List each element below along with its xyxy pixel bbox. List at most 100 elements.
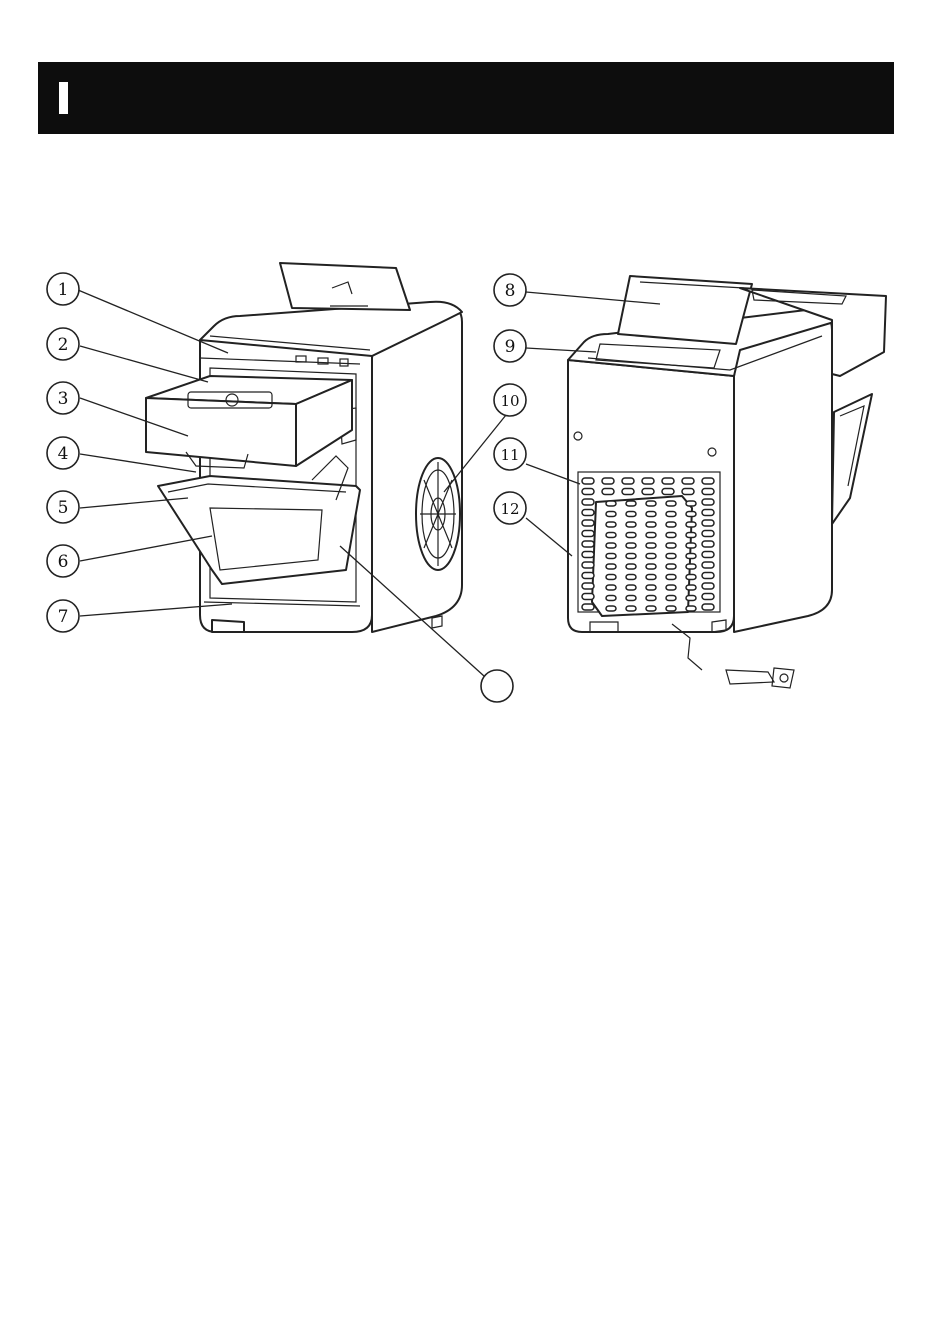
vent-slot xyxy=(702,510,714,516)
callout-3: 3 xyxy=(47,382,79,414)
vent-slot xyxy=(582,562,594,568)
vent-slot xyxy=(606,554,616,559)
power-plug-icon xyxy=(780,674,788,682)
vent-slot xyxy=(686,596,696,601)
vent-slot xyxy=(626,522,636,527)
vent-slot xyxy=(686,512,696,517)
vent-slot xyxy=(666,501,676,506)
vent-slot xyxy=(582,520,594,526)
vent-slot xyxy=(626,501,636,506)
callout-6: 6 xyxy=(47,545,79,577)
vent-slot xyxy=(686,554,696,559)
vent-slot xyxy=(646,522,656,527)
vent-slot xyxy=(646,596,656,601)
vent-slot xyxy=(702,520,714,526)
callout-1-label: 1 xyxy=(58,280,69,300)
vent-slot xyxy=(702,583,714,589)
vent-slot xyxy=(606,543,616,548)
callout-5: 5 xyxy=(47,491,79,523)
vent-slot xyxy=(582,478,594,484)
vent-slot xyxy=(582,604,594,610)
vent-slot xyxy=(682,489,694,495)
vent-slot xyxy=(606,522,616,527)
vent-slot xyxy=(666,512,676,517)
callout-6-label: 6 xyxy=(58,552,69,572)
vent-slot xyxy=(702,594,714,600)
callout-5-label: 5 xyxy=(58,498,69,518)
callout-3-label: 3 xyxy=(58,389,69,409)
vent-slot xyxy=(646,554,656,559)
vent-slot xyxy=(686,564,696,569)
callout-10: 10 xyxy=(494,384,526,416)
vent-slot xyxy=(582,499,594,505)
vent-slot xyxy=(702,478,714,484)
vent-slot xyxy=(626,596,636,601)
callout-9-label: 9 xyxy=(505,337,516,357)
callout-4-label: 4 xyxy=(58,444,69,464)
ice-maker-front-illustration xyxy=(146,263,462,632)
vent-slot xyxy=(582,552,594,558)
vent-slot xyxy=(702,531,714,537)
vent-slot xyxy=(626,554,636,559)
vent-slot xyxy=(606,564,616,569)
vent-slot xyxy=(606,533,616,538)
callout-12-label: 12 xyxy=(500,500,519,518)
vent-slot xyxy=(626,585,636,590)
vent-slot xyxy=(702,604,714,610)
vent-slot xyxy=(666,564,676,569)
vent-slot xyxy=(642,478,654,484)
vent-slot xyxy=(662,478,674,484)
vent-slot xyxy=(702,552,714,558)
callout-2: 2 xyxy=(47,328,79,360)
callout-4: 4 xyxy=(47,437,79,469)
callout-8-label: 8 xyxy=(505,281,516,301)
vent-slot xyxy=(666,596,676,601)
vent-slot xyxy=(582,510,594,516)
vent-slot xyxy=(606,501,616,506)
callout-8: 8 xyxy=(494,274,526,306)
vent-slot xyxy=(646,543,656,548)
vent-slot xyxy=(666,533,676,538)
vent-slot xyxy=(626,564,636,569)
vent-slot xyxy=(646,585,656,590)
vent-slot xyxy=(626,533,636,538)
vent-slot xyxy=(702,573,714,579)
vent-slot xyxy=(666,554,676,559)
vent-slot xyxy=(662,489,674,495)
vent-slot xyxy=(582,594,594,600)
vent-slot xyxy=(582,541,594,547)
callout-2-label: 2 xyxy=(58,335,69,355)
vent-slot xyxy=(582,583,594,589)
vent-slot xyxy=(646,564,656,569)
vent-slot xyxy=(606,585,616,590)
vent-slot xyxy=(626,575,636,580)
vent-slot xyxy=(626,543,636,548)
ice-maker-back-illustration xyxy=(568,276,886,688)
header-mark xyxy=(59,82,68,114)
vent-slot xyxy=(646,533,656,538)
vent-slot xyxy=(686,522,696,527)
vent-slot xyxy=(666,543,676,548)
vent-slot xyxy=(602,489,614,495)
vent-slot xyxy=(606,596,616,601)
vent-slot xyxy=(686,575,696,580)
callout-7-label: 7 xyxy=(58,607,69,627)
callout-13 xyxy=(481,670,513,702)
callout-12: 12 xyxy=(494,492,526,524)
vent-slot xyxy=(602,478,614,484)
vent-slot xyxy=(702,499,714,505)
vent-slot xyxy=(606,512,616,517)
vent-slot xyxy=(666,575,676,580)
vent-slot xyxy=(646,501,656,506)
callout-7: 7 xyxy=(47,600,79,632)
vent-slot xyxy=(666,585,676,590)
vent-slot xyxy=(622,478,634,484)
vent-slot xyxy=(606,575,616,580)
vent-slot xyxy=(686,533,696,538)
callout-11: 11 xyxy=(494,438,526,470)
vent-slot xyxy=(702,541,714,547)
callout-9: 9 xyxy=(494,330,526,362)
vent-slot xyxy=(642,489,654,495)
vent-slot xyxy=(686,585,696,590)
vent-slot xyxy=(686,606,696,611)
